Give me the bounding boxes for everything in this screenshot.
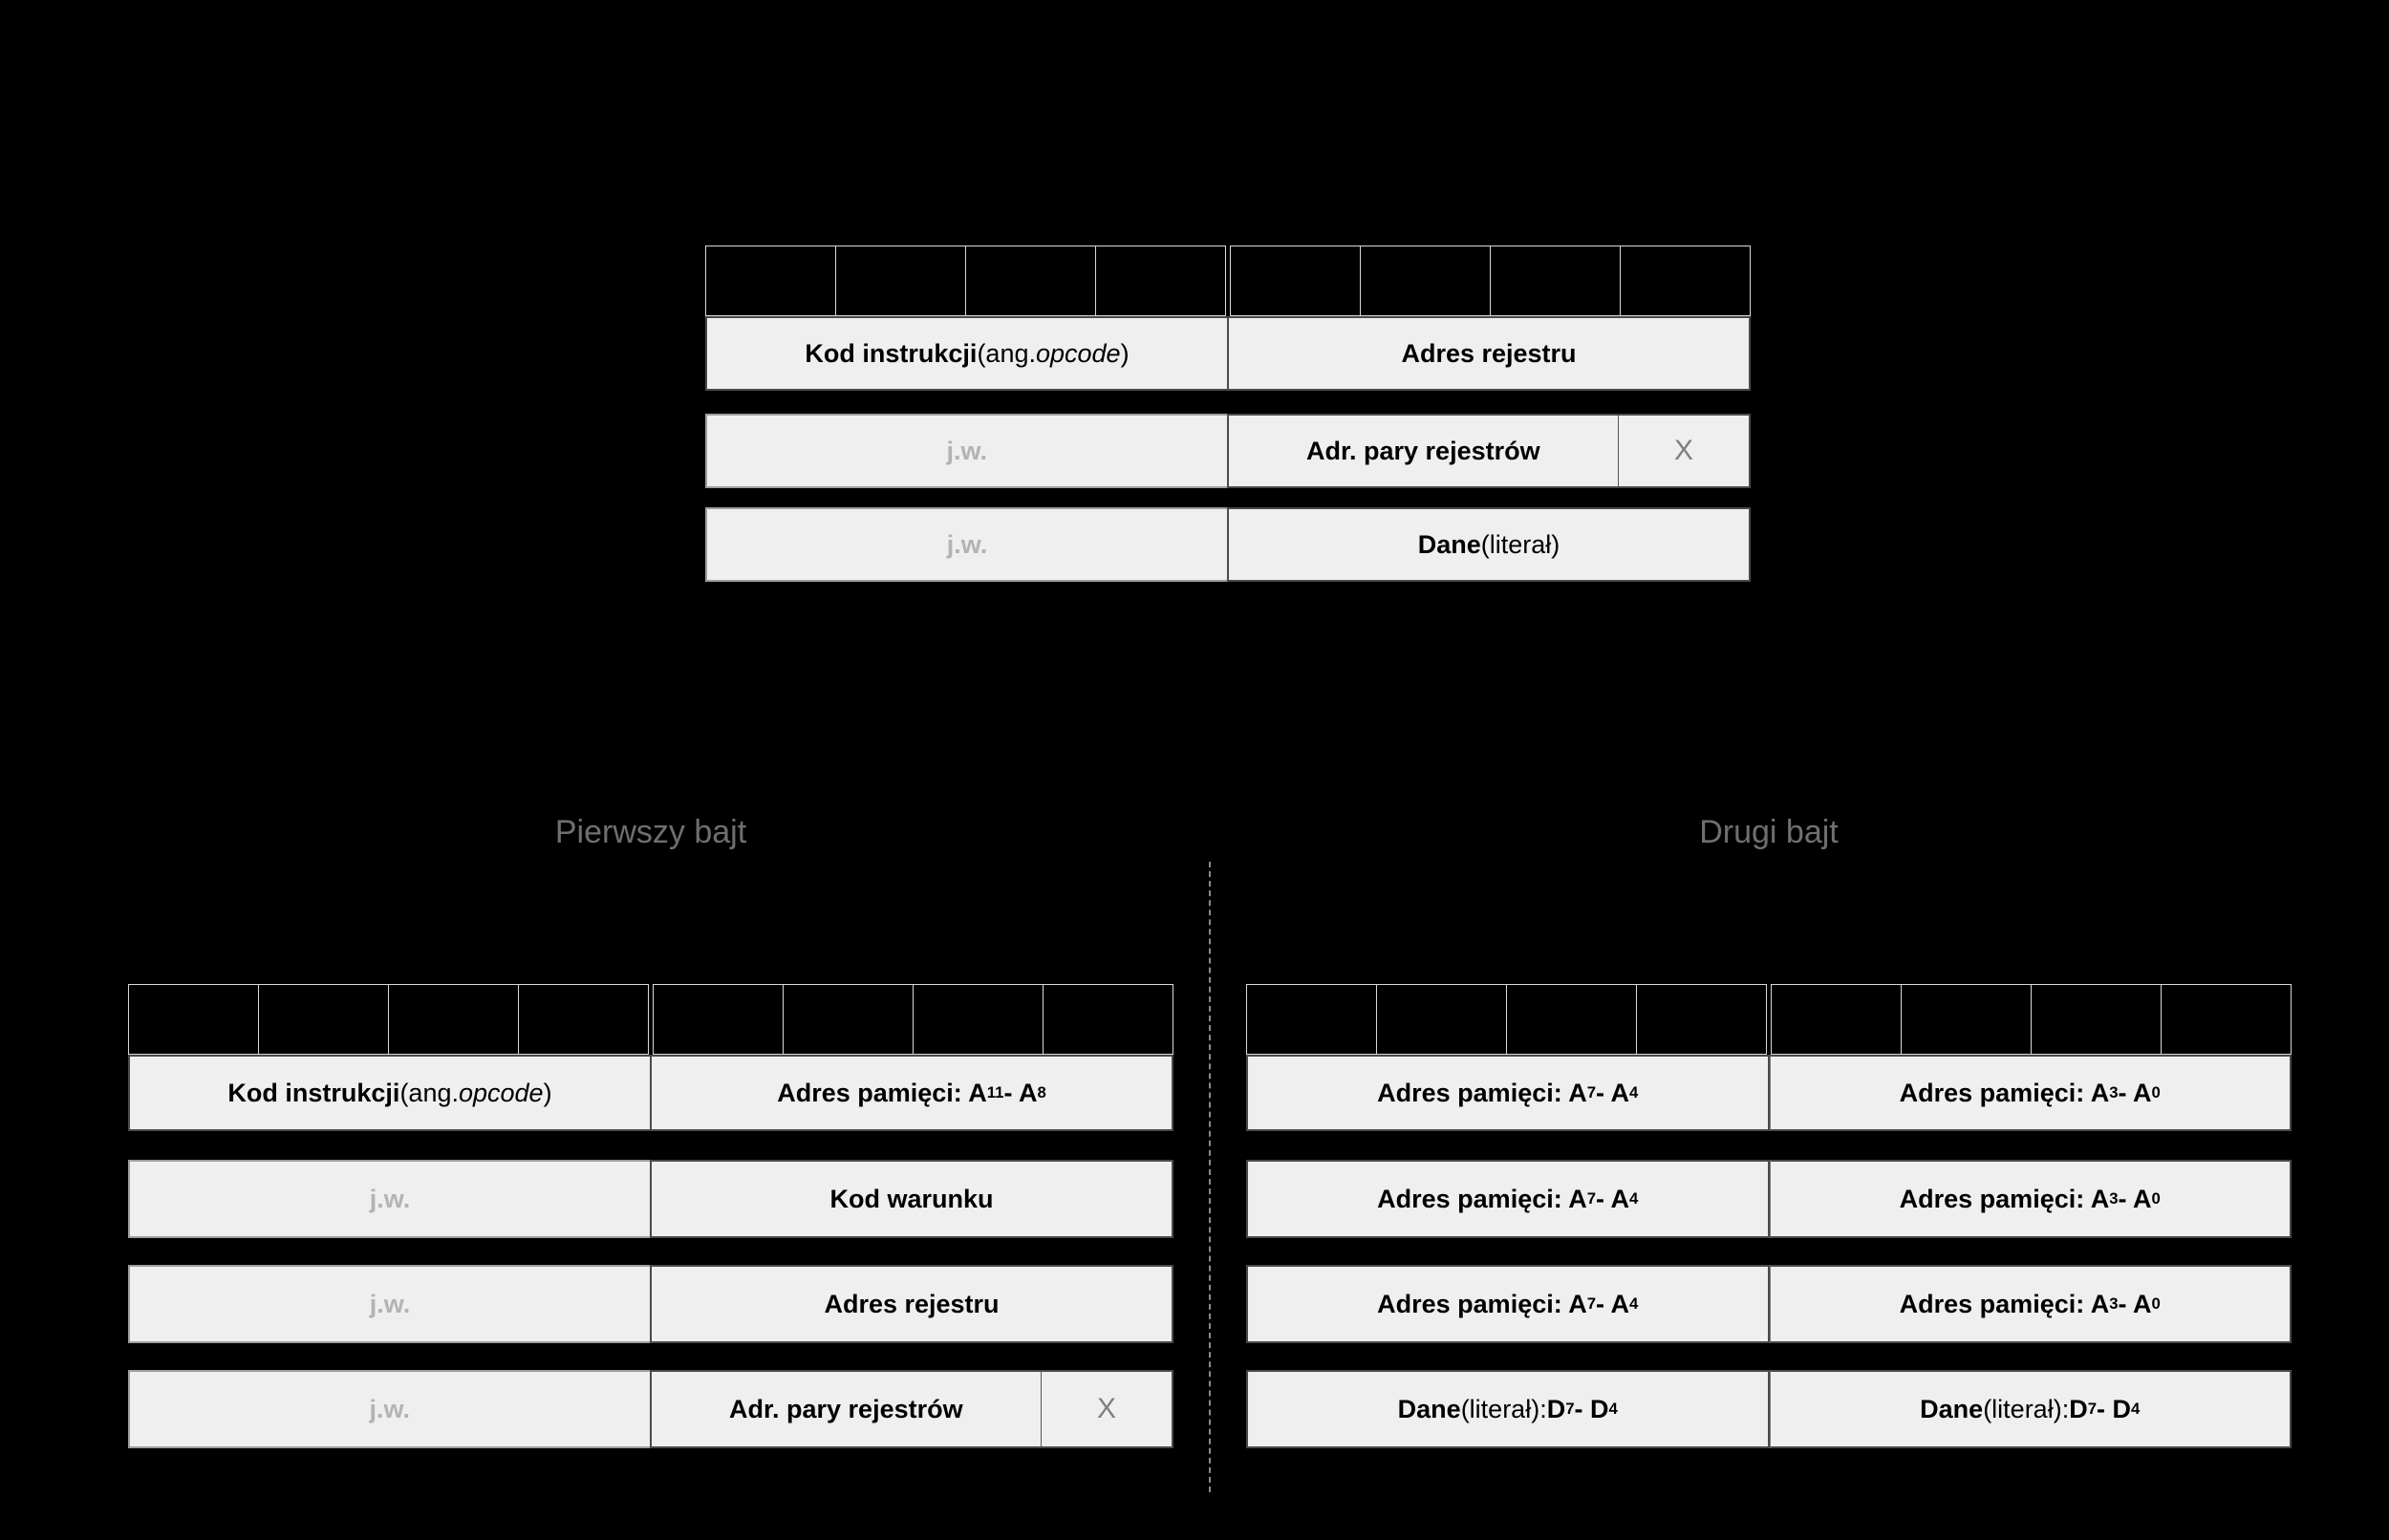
format-row-memory-address: Kod instrukcji (ang. opcode) Adres pamię… — [128, 1055, 1173, 1131]
cell-condition-code: Kod warunku — [650, 1160, 1173, 1238]
bit-cell — [1490, 246, 1621, 316]
format-row-condition-code: j.w. Kod warunku — [128, 1160, 1173, 1238]
bit-cell — [518, 984, 649, 1055]
bit-cell — [258, 984, 389, 1055]
bit-cell — [1771, 984, 1902, 1055]
bit-cell — [835, 246, 966, 316]
bit-nibble-low — [653, 984, 1173, 1055]
cell-dont-care-x: X — [1618, 414, 1751, 488]
cell-register-pair-address: Adr. pary rejestrów — [1226, 414, 1621, 488]
format-row-register-address: j.w. Adres rejestru — [128, 1265, 1173, 1343]
bit-cell — [1043, 984, 1173, 1055]
cell-register-pair-address: Adr. pary rejestrów — [649, 1370, 1044, 1448]
bit-cell — [913, 984, 1044, 1055]
bit-cell — [1376, 984, 1507, 1055]
first-byte-label: Pierwszy bajt — [554, 814, 747, 850]
bit-cell — [705, 246, 836, 316]
bit-nibble-high — [705, 246, 1226, 316]
cell-same-as-above: j.w. — [128, 1370, 652, 1448]
bit-cell — [1246, 984, 1377, 1055]
bit-cell — [1620, 246, 1751, 316]
bit-cell — [783, 984, 914, 1055]
bit-nibble-high — [128, 984, 649, 1055]
bit-cell — [1230, 246, 1361, 316]
format-row-register-pair: j.w. Adr. pary rejestrów X — [705, 414, 1751, 488]
bit-cells-row — [1246, 984, 2292, 1055]
bit-cell — [1901, 984, 2032, 1055]
bit-cell — [1506, 984, 1637, 1055]
bit-nibble-low — [1230, 246, 1751, 316]
bit-cell — [1360, 246, 1491, 316]
cell-same-as-above: j.w. — [705, 507, 1229, 582]
bit-cell — [1636, 984, 1767, 1055]
cell-dont-care-x: X — [1041, 1370, 1173, 1448]
bit-cell — [2031, 984, 2162, 1055]
bit-cell — [653, 984, 784, 1055]
cell-opcode: Kod instrukcji (ang. opcode) — [128, 1055, 652, 1131]
bit-cell — [388, 984, 519, 1055]
cell-register-address: Adres rejestru — [650, 1265, 1173, 1343]
cell-same-as-above: j.w. — [128, 1265, 652, 1343]
bit-nibble-high — [1246, 984, 1767, 1055]
bit-cells-row — [705, 246, 1751, 316]
bit-cell — [128, 984, 259, 1055]
bit-cell — [1095, 246, 1226, 316]
second-byte-label: Drugi bajt — [1699, 814, 1839, 850]
format-row-register: Kod instrukcji (ang. opcode) Adres rejes… — [705, 316, 1751, 391]
bit-cells-row — [128, 984, 1173, 1055]
one-byte-format-table: Kod instrukcji (ang. opcode) Adres rejes… — [705, 246, 1751, 589]
cell-register-address: Adres rejestru — [1227, 316, 1751, 391]
format-row-register-pair: j.w. Adr. pary rejestrów X — [128, 1370, 1173, 1448]
first-byte-table: Kod instrukcji (ang. opcode) Adres pamię… — [128, 984, 1173, 1457]
bit-nibble-low — [1771, 984, 2292, 1055]
bit-cell — [965, 246, 1096, 316]
cell-opcode: Kod instrukcji (ang. opcode) — [705, 316, 1229, 391]
bit-cell — [2161, 984, 2292, 1055]
format-row-data-literal: j.w. Dane (literał) — [705, 507, 1751, 582]
cell-data-literal: Dane (literał) — [1227, 507, 1751, 582]
cell-same-as-above: j.w. — [128, 1160, 652, 1238]
cell-same-as-above: j.w. — [705, 414, 1229, 488]
byte-columns-divider — [1209, 862, 1211, 1492]
